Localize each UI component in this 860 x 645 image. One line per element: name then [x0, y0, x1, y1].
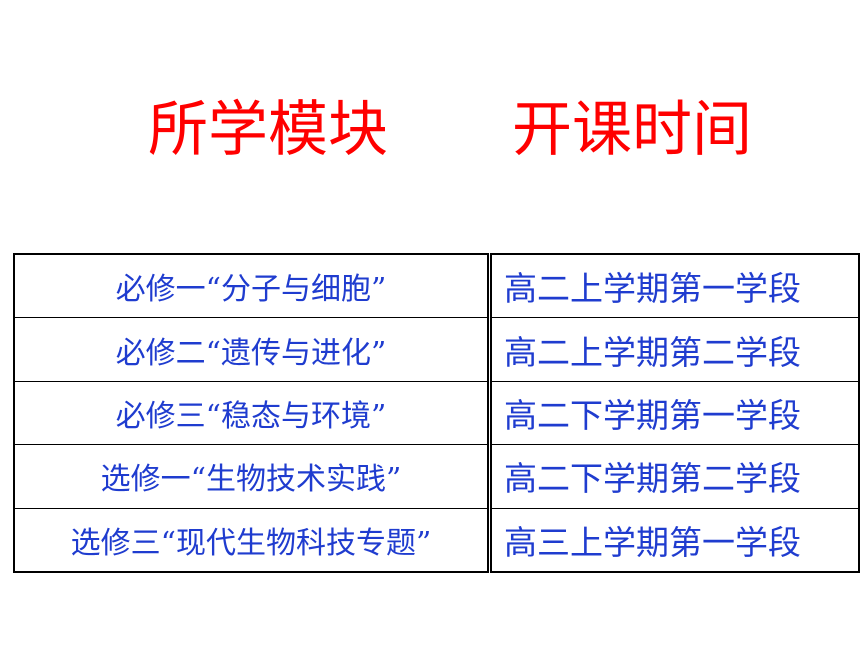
- time-cell: 高二下学期第一学段: [492, 382, 858, 446]
- time-column-title: 开课时间: [512, 95, 752, 165]
- module-cell: 选修一“生物技术实践”: [15, 445, 487, 509]
- time-table: 高二上学期第一学段 高二上学期第二学段 高二下学期第一学段 高二下学期第二学段 …: [490, 253, 860, 573]
- module-column-title: 所学模块: [148, 95, 388, 165]
- time-cell: 高三上学期第一学段: [504, 522, 801, 562]
- module-cell: 选修三“现代生物科技专题”: [70, 525, 432, 561]
- module-cell: 必修三“稳态与环境”: [15, 382, 487, 446]
- module-cell: 必修一“分子与细胞”: [15, 255, 487, 319]
- time-cell: 高二下学期第二学段: [492, 445, 858, 509]
- time-cell: 高二上学期第二学段: [492, 318, 858, 382]
- module-cell: 必修二“遗传与进化”: [15, 318, 487, 382]
- module-table: 必修一“分子与细胞” 必修二“遗传与进化” 必修三“稳态与环境” 选修一“生物技…: [13, 253, 489, 573]
- time-cell: 高二上学期第一学段: [492, 255, 858, 319]
